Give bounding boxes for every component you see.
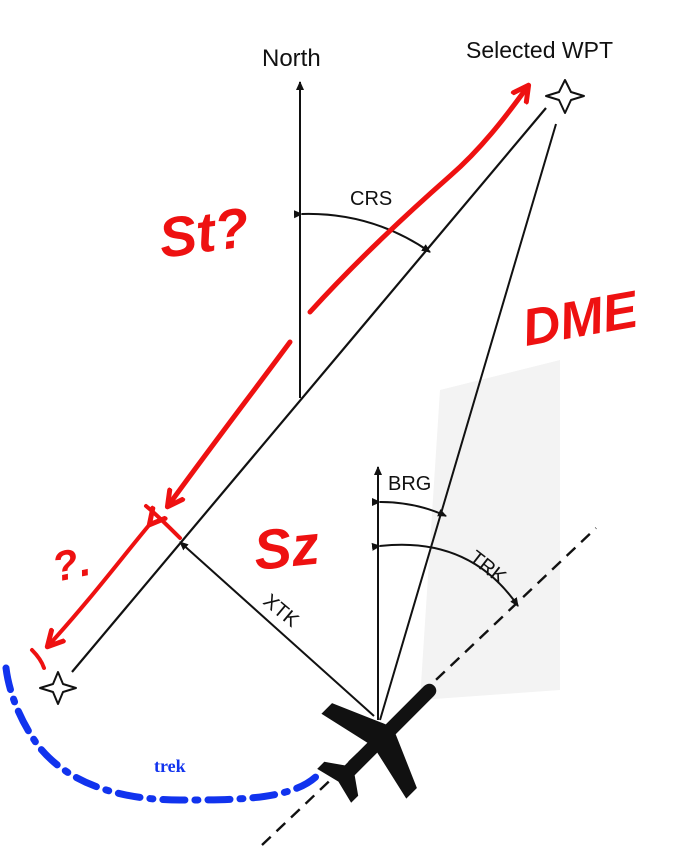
trek-path: [2, 664, 326, 804]
background-shade: [420, 360, 560, 700]
st-arrow-down: [168, 339, 293, 506]
remaining-distance-arrow: [48, 524, 150, 646]
dme-line: [379, 123, 557, 721]
trk-arc: [371, 542, 519, 607]
sz-annotation: Sz: [251, 512, 323, 581]
airplane-icon: [317, 683, 437, 803]
st-arrow-up: [307, 86, 528, 315]
question-annotation: ?.: [48, 537, 94, 591]
brg-label: BRG: [388, 473, 431, 495]
dme-annotation: DME: [518, 280, 643, 357]
trek-label: trek: [154, 756, 186, 776]
crs-label: CRS: [350, 188, 392, 210]
selected-wpt-label: Selected WPT: [466, 37, 613, 63]
xtk-line: [179, 541, 375, 717]
xtk-foot-tick: [144, 504, 182, 540]
st-annotation: St?: [155, 195, 253, 270]
origin-tick: [30, 648, 46, 670]
xtk-label: XTK: [259, 590, 303, 632]
star-waypoint-icon: [545, 79, 585, 114]
origin-waypoint-icon: [39, 671, 77, 705]
crs-arc: [293, 210, 431, 253]
north-label: North: [262, 45, 321, 72]
brg-arc: [371, 497, 447, 517]
